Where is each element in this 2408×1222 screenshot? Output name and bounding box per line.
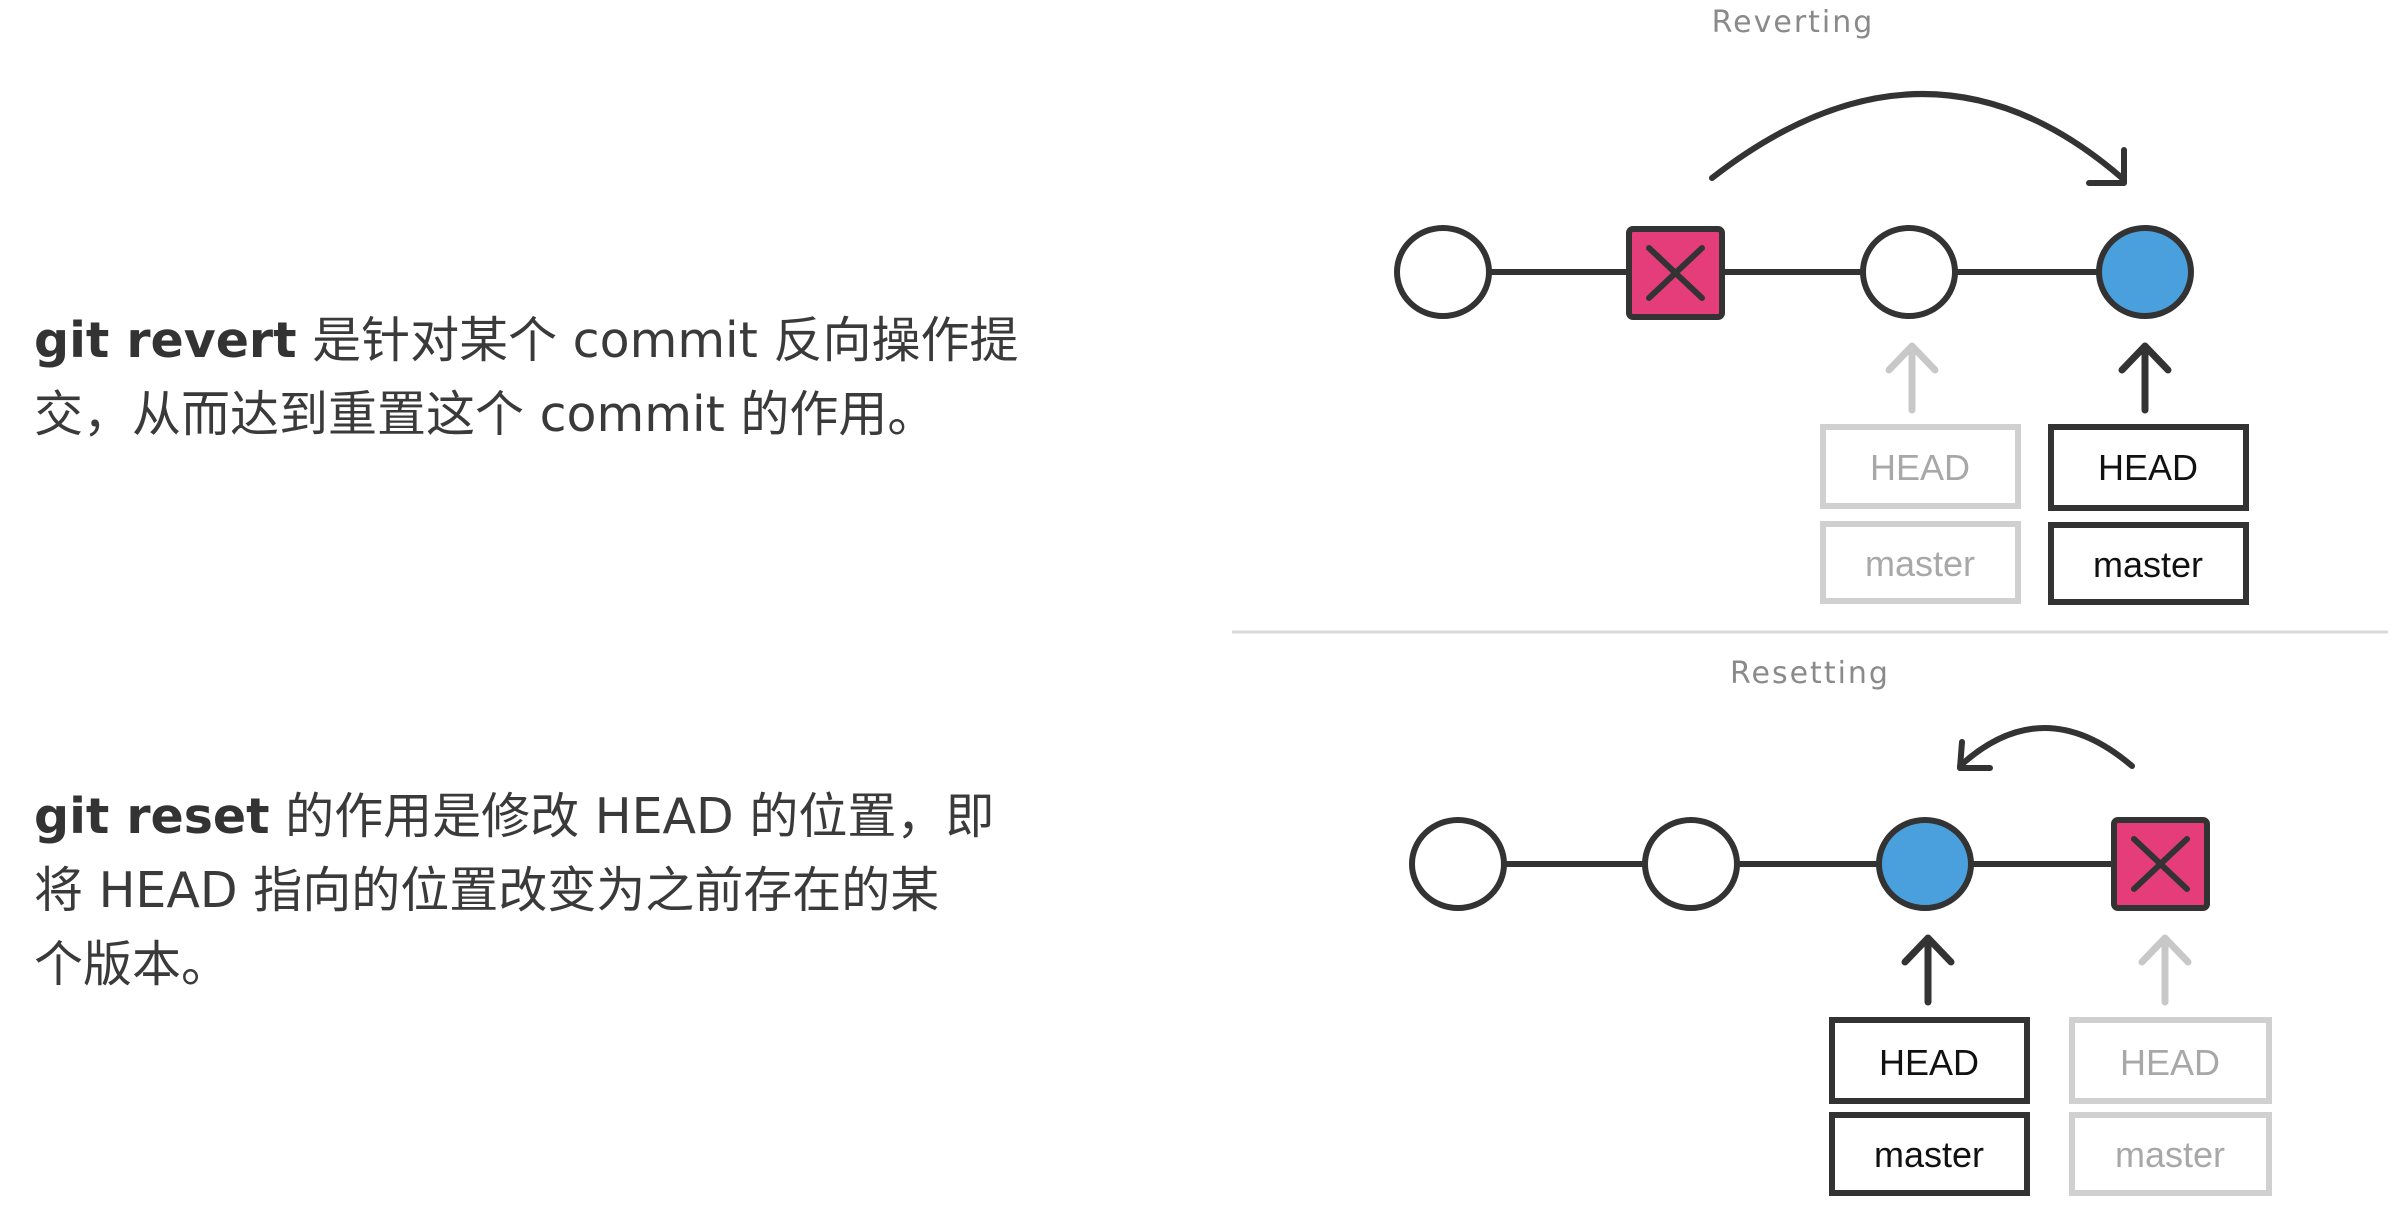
revert-text-line1: 是针对某个 commit 反向操作提 [296, 312, 1019, 369]
reverting-panel: Reverting HEAD master HEAD master [1394, 5, 2249, 605]
reset-command: git reset [34, 788, 270, 845]
reset-commit-2 [1642, 817, 1740, 911]
revert-curved-arrowhead [2086, 147, 2127, 186]
reset-new-refs: HEAD master [1829, 934, 2030, 1196]
reset-description: git reset 的作用是修改 HEAD 的位置，即 将 HEAD 指向的位置… [34, 780, 1054, 1002]
close-icon [2131, 836, 2190, 892]
faded-up-arrow-icon [1885, 342, 1939, 414]
revert-old-refs: HEAD master [1820, 342, 2021, 604]
revert-old-head-label: HEAD [1870, 447, 1970, 488]
reset-old-branch-label: master [2115, 1134, 2225, 1175]
up-arrow-icon [2118, 342, 2172, 414]
reset-curved-arrowhead [1957, 739, 1993, 771]
up-arrow-icon [1901, 934, 1955, 1006]
revert-new-branch-label: master [2093, 544, 2203, 585]
revert-curved-arrow [1709, 91, 2125, 181]
resetting-title: Resetting [1730, 656, 1890, 691]
revert-description: git revert 是针对某个 commit 反向操作提 交，从而达到重置这个… [34, 304, 1054, 452]
reset-new-branch-label: master [1874, 1134, 1984, 1175]
reset-text-line1: 的作用是修改 HEAD 的位置，即 [269, 788, 995, 845]
revert-text-line2: 交，从而达到重置这个 commit 的作用。 [34, 386, 937, 443]
reset-new-head-label: HEAD [1879, 1042, 1979, 1083]
reset-text-line3: 个版本。 [34, 936, 231, 993]
reset-old-refs: HEAD master [2069, 934, 2272, 1196]
revert-new-refs: HEAD master [2048, 342, 2249, 605]
faded-up-arrow-icon [2138, 934, 2192, 1006]
reset-commit-1 [1409, 817, 1507, 911]
revert-new-head-label: HEAD [2098, 447, 2198, 488]
revert-command: git revert [34, 312, 297, 369]
reset-commit-4-discarded [2111, 817, 2210, 911]
reset-curved-arrow [1957, 725, 2135, 769]
revert-commit-1 [1394, 225, 1492, 319]
resetting-panel: Resetting HEAD master HEAD master [1409, 656, 2272, 1196]
close-icon [1646, 245, 1705, 301]
revert-commit-3 [1860, 225, 1958, 319]
revert-commit-2-reverted [1626, 226, 1725, 320]
reset-old-head-label: HEAD [2120, 1042, 2220, 1083]
reverting-title: Reverting [1712, 5, 1875, 40]
revert-old-branch-label: master [1865, 543, 1975, 584]
reset-text-line2: 将 HEAD 指向的位置改变为之前存在的某 [34, 862, 940, 919]
reset-commit-3-current [1876, 817, 1974, 911]
revert-commit-4-current [2096, 225, 2194, 319]
